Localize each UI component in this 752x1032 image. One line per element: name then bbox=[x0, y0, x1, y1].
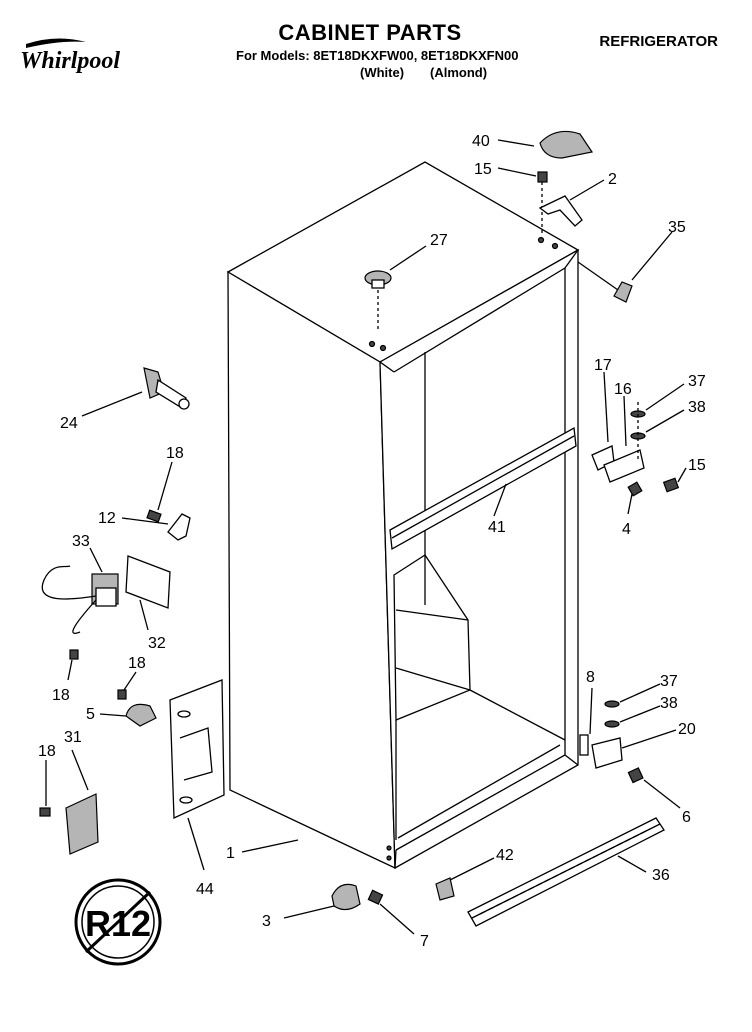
callout-31: 31 bbox=[64, 729, 82, 746]
part-3-leveler bbox=[331, 883, 361, 911]
whirlpool-logo: Whirlpool bbox=[20, 38, 120, 74]
callout-40: 40 bbox=[472, 133, 490, 150]
middle-hinge-assembly bbox=[591, 402, 680, 497]
part-33-transformer bbox=[41, 565, 119, 634]
model-numbers: For Models: 8ET18DKXFW00, 8ET18DKXFN00 bbox=[236, 48, 519, 63]
callout-27: 27 bbox=[430, 232, 448, 249]
callout-8: 8 bbox=[586, 669, 595, 686]
finish-almond-label: (Almond) bbox=[430, 65, 488, 80]
leader-lines bbox=[45, 139, 687, 935]
part-18-screw bbox=[69, 649, 79, 660]
callout-24: 24 bbox=[60, 415, 78, 432]
callout-36: 36 bbox=[652, 867, 670, 884]
callout-18: 18 bbox=[52, 687, 70, 704]
callout-18: 18 bbox=[166, 445, 184, 462]
logo-text: Whirlpool bbox=[20, 48, 120, 74]
bottom-hinge-assembly bbox=[579, 700, 644, 784]
callout-5: 5 bbox=[86, 706, 95, 723]
page-title: CABINET PARTS bbox=[278, 20, 462, 45]
callout-2: 2 bbox=[608, 171, 617, 188]
part-42-clip bbox=[435, 877, 455, 901]
part-7-screw bbox=[367, 889, 384, 905]
callout-15: 15 bbox=[688, 457, 706, 474]
callout-18: 18 bbox=[128, 655, 146, 672]
part-12-bracket bbox=[146, 509, 191, 541]
callout-37: 37 bbox=[660, 673, 678, 690]
r12-refrigerant-badge: R12 bbox=[74, 878, 162, 966]
part-32-mounting-plate bbox=[125, 555, 171, 609]
callout-44: 44 bbox=[196, 881, 214, 898]
callout-12: 12 bbox=[98, 510, 116, 527]
part-36-toe-grille bbox=[467, 817, 665, 927]
callout-1: 1 bbox=[226, 845, 235, 862]
callout-32: 32 bbox=[148, 635, 166, 652]
part-5-clamp bbox=[125, 703, 157, 727]
part-18-screw bbox=[117, 689, 127, 700]
callout-35: 35 bbox=[668, 219, 686, 236]
callout-38: 38 bbox=[688, 399, 706, 416]
callout-42: 42 bbox=[496, 847, 514, 864]
part-24-drain-fitting bbox=[143, 367, 190, 410]
part-41-mullion-bar bbox=[389, 426, 577, 551]
part-40-hinge-cover bbox=[539, 130, 593, 159]
callout-20: 20 bbox=[678, 721, 696, 738]
callout-labels: 40 15 2 35 27 24 17 16 37 38 15 18 12 41… bbox=[38, 133, 706, 950]
callout-41: 41 bbox=[488, 519, 506, 536]
part-44-side-panel bbox=[169, 679, 225, 819]
callout-4: 4 bbox=[622, 521, 631, 538]
callout-17: 17 bbox=[594, 357, 612, 374]
part-27-plug bbox=[364, 270, 392, 330]
callout-37: 37 bbox=[688, 373, 706, 390]
part-2-top-hinge bbox=[538, 195, 583, 227]
finish-white-label: (White) bbox=[360, 65, 405, 80]
part-18-screw bbox=[39, 807, 51, 817]
badge-text: R12 bbox=[85, 903, 151, 944]
cabinet-shell bbox=[226, 161, 580, 870]
part-31-cover bbox=[65, 793, 99, 855]
callout-18: 18 bbox=[38, 743, 56, 760]
part-35-hinge-pin-cap bbox=[613, 281, 633, 303]
part-15-screw bbox=[537, 171, 548, 236]
appliance-category: REFRIGERATOR bbox=[599, 33, 718, 50]
callout-38: 38 bbox=[660, 695, 678, 712]
callout-6: 6 bbox=[682, 809, 691, 826]
callout-16: 16 bbox=[614, 381, 632, 398]
callout-7: 7 bbox=[420, 933, 429, 950]
callout-33: 33 bbox=[72, 533, 90, 550]
callout-15: 15 bbox=[474, 161, 492, 178]
callout-3: 3 bbox=[262, 913, 271, 930]
